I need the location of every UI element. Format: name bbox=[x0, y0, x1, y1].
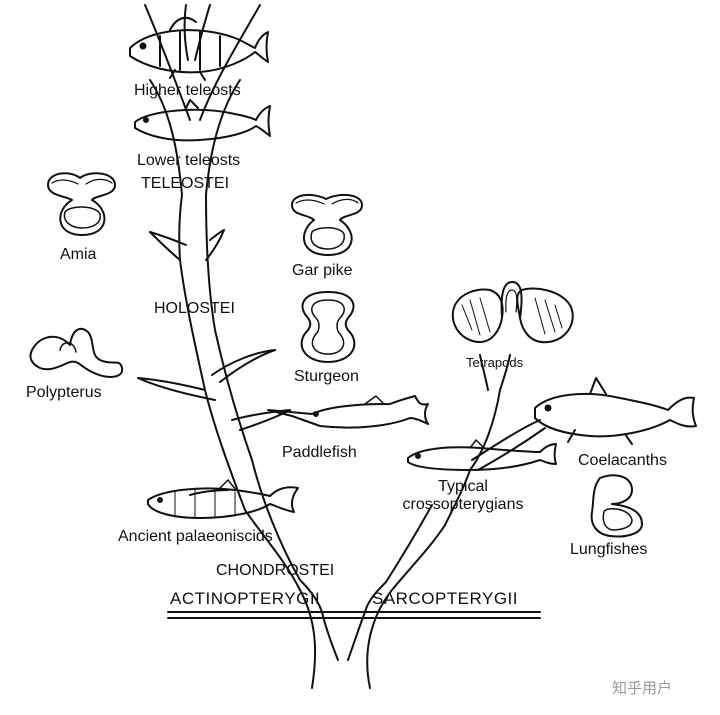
label-teleostei: TELEOSTEI bbox=[141, 175, 230, 192]
label-coelacanths: Coelacanths bbox=[578, 452, 667, 469]
lower-teleost-fish-drawing bbox=[134, 99, 271, 142]
label-higher-teleosts: Higher teleosts bbox=[134, 82, 241, 99]
branch-sarcopterygii bbox=[385, 354, 546, 583]
crossopterygian-drawing bbox=[407, 439, 557, 471]
label-gar-pike: Gar pike bbox=[292, 262, 353, 279]
label-typical-line2: crossopterygians bbox=[402, 495, 524, 513]
label-typical-line1: Typical bbox=[438, 478, 488, 495]
label-actinopterygii: ACTINOPTERYGII bbox=[170, 589, 321, 608]
label-chondrostei: CHONDROSTEI bbox=[216, 562, 335, 579]
label-typical-crossopterygians: Typical crossopterygians bbox=[388, 478, 538, 513]
coelacanth-drawing bbox=[534, 377, 697, 445]
group-divider-rule bbox=[167, 611, 541, 619]
label-polypterus: Polypterus bbox=[26, 384, 102, 401]
label-sturgeon: Sturgeon bbox=[294, 368, 359, 385]
label-lower-teleosts: Lower teleosts bbox=[137, 152, 241, 169]
label-paddlefish: Paddlefish bbox=[282, 444, 357, 461]
paddlefish-drawing bbox=[267, 395, 429, 429]
sturgeon-bladder-drawing bbox=[300, 291, 356, 363]
polypterus-lung-drawing bbox=[29, 327, 124, 378]
tetrapod-lung-drawing bbox=[451, 281, 574, 344]
label-sarcopterygii: SARCOPTERYGII bbox=[372, 589, 518, 608]
lungfish-lung-drawing bbox=[590, 474, 643, 538]
higher-teleost-fish-drawing bbox=[129, 16, 269, 81]
tree-trunk bbox=[244, 509, 446, 689]
palaeoniscid-drawing bbox=[147, 479, 299, 519]
amia-bladder-drawing bbox=[47, 172, 116, 236]
label-tetrapods: Tetrapods bbox=[466, 355, 524, 370]
label-lungfishes: Lungfishes bbox=[570, 541, 648, 558]
label-holostei: HOLOSTEI bbox=[154, 300, 235, 317]
label-amia: Amia bbox=[60, 246, 97, 263]
branch-actinopterygii bbox=[137, 4, 301, 581]
label-ancient-palaeoniscids: Ancient palaeoniscids bbox=[118, 528, 273, 545]
gar-pike-bladder-drawing bbox=[291, 193, 363, 256]
watermark: 知乎用户 bbox=[612, 679, 673, 697]
